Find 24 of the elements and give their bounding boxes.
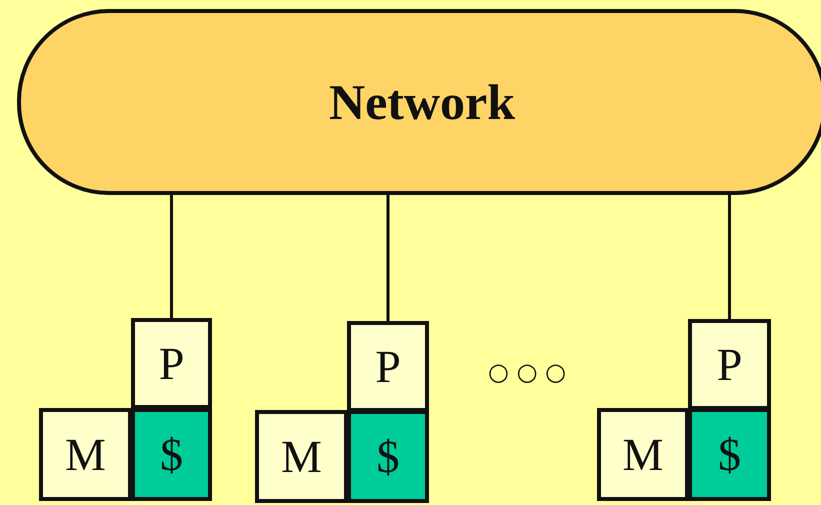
network-label: Network bbox=[328, 77, 516, 127]
box-label: M bbox=[65, 432, 106, 478]
connector-line bbox=[386, 195, 390, 321]
box-label: M bbox=[622, 432, 664, 478]
cache-box bbox=[688, 408, 771, 501]
box-label: P bbox=[158, 340, 184, 386]
connector-line bbox=[170, 195, 173, 318]
network-pill bbox=[17, 9, 821, 195]
box-label: $ bbox=[376, 434, 400, 480]
memory-box bbox=[255, 410, 348, 503]
processor-box bbox=[131, 318, 212, 409]
box-label: M bbox=[281, 434, 322, 480]
processor-box bbox=[347, 321, 429, 412]
processor-box bbox=[688, 319, 771, 410]
memory-box bbox=[39, 408, 132, 501]
ellipsis-dots: ○ ○ ○ bbox=[488, 358, 566, 386]
cache-box bbox=[131, 408, 212, 501]
connector-line bbox=[728, 195, 731, 319]
box-label: $ bbox=[718, 432, 741, 478]
box-label: P bbox=[375, 344, 401, 390]
cache-box bbox=[347, 410, 429, 503]
box-label: P bbox=[716, 342, 742, 388]
memory-box bbox=[597, 408, 689, 501]
box-label: $ bbox=[160, 432, 183, 478]
